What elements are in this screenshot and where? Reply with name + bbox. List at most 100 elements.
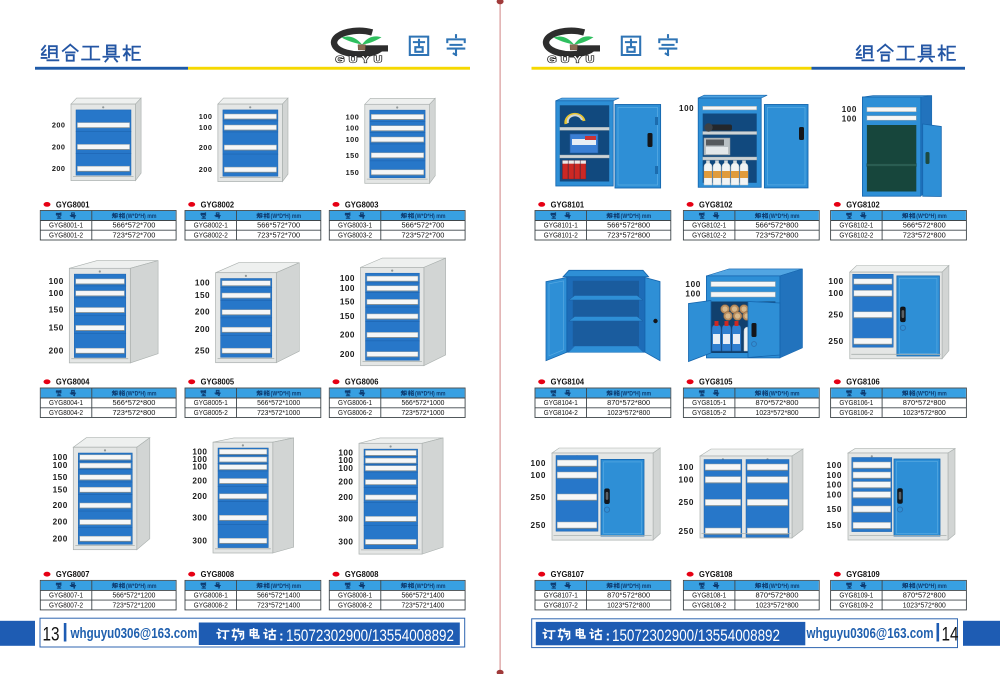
svg-text:GYG8109: GYG8109	[846, 570, 880, 579]
svg-text:(W*D*H) mm: (W*D*H) mm	[271, 213, 302, 220]
svg-text:(W*D*H) mm: (W*D*H) mm	[415, 213, 446, 220]
svg-text:GYG8107-2: GYG8107-2	[544, 600, 578, 609]
svg-text:870*572*800: 870*572*800	[756, 398, 799, 407]
svg-text:100: 100	[338, 456, 353, 465]
svg-text:250: 250	[679, 527, 694, 536]
svg-text:100: 100	[531, 471, 546, 480]
svg-text:300: 300	[338, 515, 353, 524]
svg-text:100: 100	[53, 453, 68, 462]
svg-text:GYG8102-2: GYG8102-2	[839, 230, 873, 239]
svg-text:GYG8002-1: GYG8002-1	[194, 221, 228, 230]
svg-text:100: 100	[842, 115, 857, 124]
svg-text:200: 200	[195, 325, 210, 334]
svg-text:100: 100	[679, 463, 694, 472]
svg-text:566*572*1200: 566*572*1200	[112, 591, 155, 600]
svg-text:1023*572*800: 1023*572*800	[607, 600, 650, 609]
svg-text:GYG8105-2: GYG8105-2	[692, 408, 726, 417]
svg-text:723*572*800: 723*572*800	[607, 230, 650, 239]
svg-text:GYG8108: GYG8108	[699, 570, 733, 579]
svg-text:GYG8006: GYG8006	[345, 378, 379, 387]
svg-text:100: 100	[827, 471, 842, 480]
svg-text:14: 14	[942, 624, 959, 646]
svg-text:GYG8003-1: GYG8003-1	[338, 221, 372, 230]
svg-text:GYG8107-1: GYG8107-1	[544, 591, 578, 600]
svg-text:GYG8102-2: GYG8102-2	[692, 230, 726, 239]
svg-text:GYG8004-1: GYG8004-1	[49, 398, 83, 407]
svg-text:100: 100	[49, 289, 64, 298]
svg-text:150: 150	[827, 505, 842, 514]
svg-text:100: 100	[346, 135, 360, 144]
svg-text:GYG8008: GYG8008	[201, 570, 235, 579]
svg-text:15072302900/13554008892: 15072302900/13554008892	[612, 626, 780, 645]
svg-text:GYG8001-2: GYG8001-2	[49, 230, 83, 239]
svg-text:200: 200	[53, 501, 68, 510]
svg-text:150: 150	[827, 521, 842, 530]
svg-text:GYG8008: GYG8008	[345, 570, 379, 579]
svg-text:100: 100	[828, 277, 843, 286]
svg-text:(W*D*H) mm: (W*D*H) mm	[126, 391, 157, 398]
svg-text:566*572*1400: 566*572*1400	[401, 591, 444, 600]
svg-text:150: 150	[53, 473, 68, 482]
svg-text:GYG8003-2: GYG8003-2	[338, 230, 372, 239]
svg-text:100: 100	[346, 124, 360, 133]
svg-text:GYG8109-1: GYG8109-1	[839, 591, 873, 600]
svg-text:(W*D*H) mm: (W*D*H) mm	[621, 391, 652, 398]
svg-text:GYG8105-1: GYG8105-1	[692, 398, 726, 407]
svg-text:723*572*800: 723*572*800	[903, 230, 946, 239]
svg-text:100: 100	[827, 490, 842, 499]
svg-text:GUYU: GUYU	[336, 55, 387, 65]
svg-text:GYG8104-1: GYG8104-1	[544, 398, 578, 407]
svg-text:GYG8004-2: GYG8004-2	[49, 408, 83, 417]
svg-text:100: 100	[340, 284, 355, 293]
svg-text:566*572*1400: 566*572*1400	[257, 591, 300, 600]
svg-text:200: 200	[338, 478, 353, 487]
svg-text:GYG8002-2: GYG8002-2	[194, 230, 228, 239]
svg-text:100: 100	[685, 280, 700, 289]
svg-text:13: 13	[43, 624, 60, 646]
svg-text:566*572*700: 566*572*700	[112, 221, 155, 230]
svg-text:200: 200	[195, 308, 210, 317]
svg-text:566*572*700: 566*572*700	[257, 221, 300, 230]
svg-text:GUYU: GUYU	[548, 55, 599, 65]
svg-text:566*572*800: 566*572*800	[903, 221, 946, 230]
svg-text:GYG8107: GYG8107	[551, 570, 585, 579]
svg-text:(W*D*H) mm: (W*D*H) mm	[769, 583, 800, 590]
svg-text:(W*D*H) mm: (W*D*H) mm	[415, 391, 446, 398]
svg-text:100: 100	[53, 461, 68, 470]
svg-text:GYG8104-2: GYG8104-2	[544, 408, 578, 417]
svg-text:(W*D*H) mm: (W*D*H) mm	[769, 391, 800, 398]
svg-text:100: 100	[340, 274, 355, 283]
svg-text:100: 100	[346, 112, 360, 121]
svg-text:GYG8101-1: GYG8101-1	[544, 221, 578, 230]
svg-text:GYG8101: GYG8101	[551, 200, 585, 209]
svg-text:100: 100	[195, 279, 210, 288]
svg-text:GYG8102-1: GYG8102-1	[839, 221, 873, 230]
svg-text:GYG8008-1: GYG8008-1	[194, 591, 228, 600]
svg-text:723*572*1400: 723*572*1400	[401, 600, 444, 609]
svg-text:GYG8104: GYG8104	[551, 378, 585, 387]
svg-text:1023*572*800: 1023*572*800	[903, 408, 946, 417]
svg-text:GYG8101-2: GYG8101-2	[544, 230, 578, 239]
svg-text:100: 100	[199, 123, 213, 132]
svg-text:GYG8001: GYG8001	[56, 200, 90, 209]
svg-text:250: 250	[531, 493, 546, 502]
svg-text:200: 200	[49, 346, 64, 355]
svg-text:GYG8106: GYG8106	[846, 378, 880, 387]
svg-text:870*572*800: 870*572*800	[607, 591, 650, 600]
svg-text:(W*D*H) mm: (W*D*H) mm	[916, 583, 947, 590]
svg-text:GYG8003: GYG8003	[345, 200, 379, 209]
svg-text:566*572*800: 566*572*800	[756, 221, 799, 230]
svg-text:250: 250	[531, 521, 546, 530]
svg-text:300: 300	[192, 536, 207, 545]
svg-text:566*572*1000: 566*572*1000	[401, 398, 444, 407]
svg-text:100: 100	[49, 277, 64, 286]
svg-text:GYG8001-1: GYG8001-1	[49, 221, 83, 230]
svg-text:GYG8007-1: GYG8007-1	[49, 591, 83, 600]
svg-text:(W*D*H) mm: (W*D*H) mm	[621, 213, 652, 220]
svg-text:(W*D*H) mm: (W*D*H) mm	[126, 583, 157, 590]
svg-text:GYG8005-1: GYG8005-1	[194, 398, 228, 407]
svg-text:(W*D*H) mm: (W*D*H) mm	[415, 583, 446, 590]
svg-text:100: 100	[338, 448, 353, 457]
svg-text:723*572*700: 723*572*700	[401, 230, 444, 239]
svg-text:GYG8108-2: GYG8108-2	[692, 600, 726, 609]
